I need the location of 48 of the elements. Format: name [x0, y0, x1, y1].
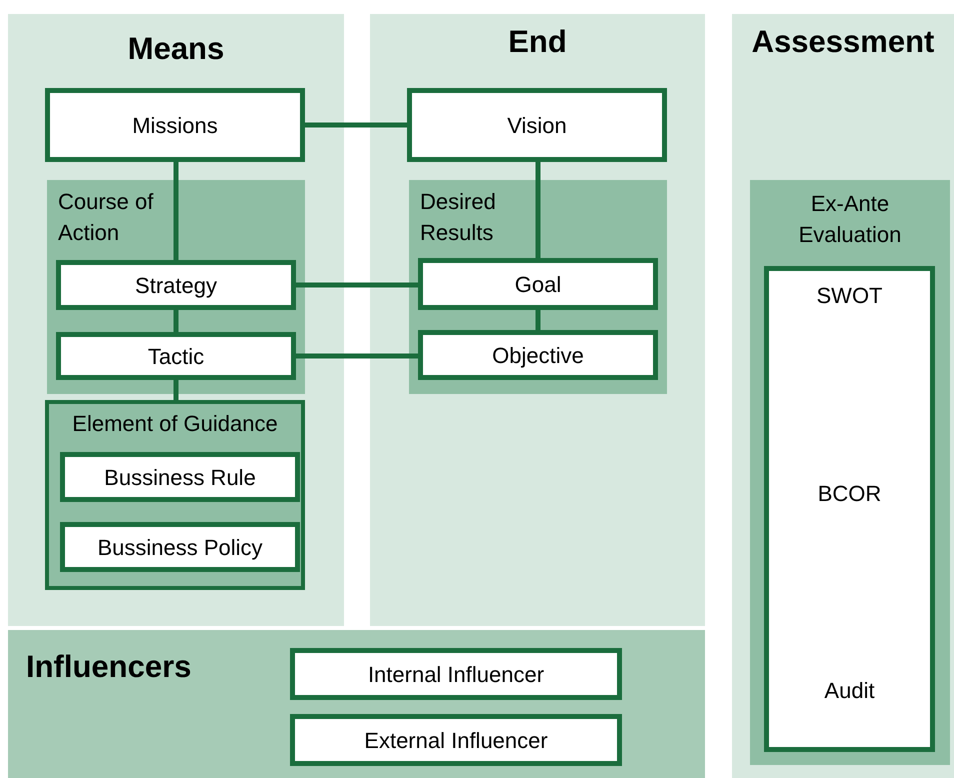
box-label: Goal: [514, 270, 562, 298]
box-label: Missions: [132, 112, 218, 140]
group-box: [47, 180, 305, 394]
group-label: Element of Guidance: [71, 410, 279, 438]
connector-line: [536, 310, 540, 330]
process-box: [56, 260, 296, 310]
section-panel: [370, 14, 705, 626]
process-box: [45, 88, 305, 162]
connector-line: [536, 162, 540, 258]
connector-line: [305, 122, 407, 128]
box-label: Bussiness Policy: [97, 534, 263, 562]
connector-line: [296, 282, 418, 288]
process-box: [407, 88, 667, 162]
process-box: [418, 330, 658, 380]
box-label: Strategy: [135, 272, 217, 300]
process-box: [56, 332, 296, 380]
process-box: [60, 452, 300, 502]
group-label: Ex-Ante Evaluation: [798, 190, 902, 249]
section-title: End: [507, 23, 568, 61]
section-title: Assessment: [750, 23, 936, 61]
section-panel: [8, 14, 344, 626]
box-label: Audit: [824, 677, 875, 705]
list-box: [764, 266, 935, 752]
box-label: Objective: [492, 342, 584, 370]
section-title: Means: [126, 30, 226, 68]
box-label: Bussiness Rule: [104, 464, 256, 492]
box-label: SWOT: [816, 282, 882, 310]
connector-line: [174, 162, 178, 260]
box-label: Tactic: [148, 342, 204, 370]
box-label: Internal Influencer: [368, 660, 544, 688]
group-box: [409, 180, 667, 394]
group-box: [45, 400, 305, 590]
connector-line: [296, 354, 418, 358]
box-label: External Influencer: [364, 726, 548, 754]
section-panel: [732, 14, 954, 778]
box-label: BCOR: [818, 480, 882, 508]
process-box: [290, 648, 622, 700]
process-box: [418, 258, 658, 310]
section-band: [8, 630, 705, 778]
section-title: Influencers: [26, 648, 192, 686]
connector-line: [174, 380, 178, 400]
connector-line: [174, 310, 178, 332]
group-label: Course of Action: [58, 188, 154, 247]
process-box: [60, 522, 300, 572]
process-box: [290, 714, 622, 766]
box-label: Vision: [507, 112, 567, 140]
group-label: Desired Results: [420, 188, 497, 247]
group-box: [750, 180, 950, 765]
